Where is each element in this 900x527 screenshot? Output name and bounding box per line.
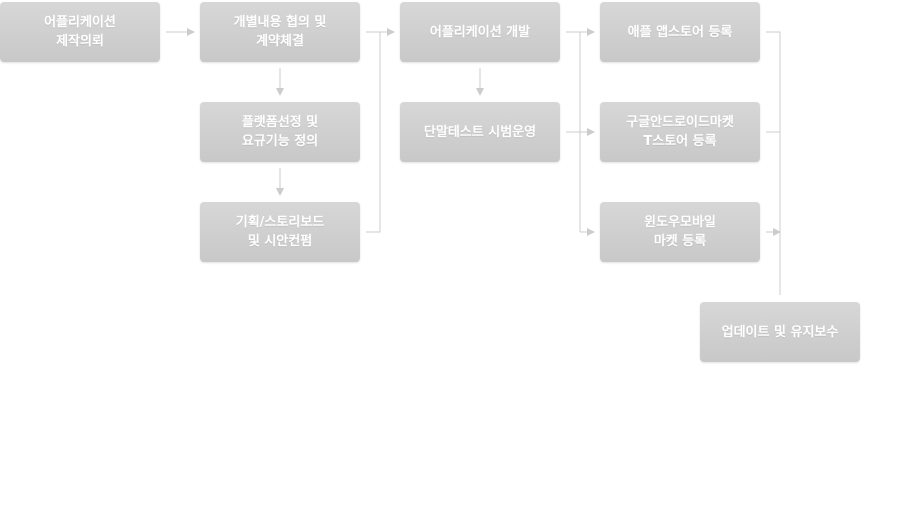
step-platform-line2: 요규기능 정의 (241, 134, 319, 149)
step-storyboard-line2: 및 시안컨펌 (247, 234, 313, 249)
arrow-consult-to-develop (366, 32, 394, 233)
connector-maintenance-trunk (766, 31, 780, 295)
step-maintenance: 업데이트 및 유지보수 (700, 302, 860, 362)
step-test-line1: 단말테스트 시범운영 (423, 124, 537, 140)
connector-stores-trunk (566, 31, 581, 232)
step-develop: 어플리케이션 개발 (400, 2, 560, 62)
step-appstore: 애플 앱스토어 등록 (600, 2, 760, 62)
step-storyboard-line1: 기획/스토리보드 (235, 215, 325, 230)
step-develop-line1: 어플리케이션 개발 (429, 24, 531, 40)
step-googlemarket-line1: 구글안드로이드마켓 (626, 115, 734, 130)
step-request-line1: 어플리케이션 (44, 15, 116, 30)
step-request-line2: 제작의뢰 (56, 34, 104, 49)
step-consult-line1: 개별내용 협의 및 (233, 15, 327, 30)
step-windowsmarket: 윈도우모바일 마켓 등록 (600, 202, 760, 262)
step-maintenance-line1: 업데이트 및 유지보수 (721, 324, 839, 340)
step-appstore-line1: 애플 앱스토어 등록 (627, 24, 733, 40)
step-platform-line1: 플랫폼선정 및 (241, 115, 319, 130)
step-windowsmarket-line1: 윈도우모바일 (644, 215, 716, 230)
step-consult: 개별내용 협의 및 계약체결 (200, 2, 360, 62)
step-storyboard: 기획/스토리보드 및 시안컨펌 (200, 202, 360, 262)
step-windowsmarket-line2: 마켓 등록 (653, 234, 707, 249)
step-test: 단말테스트 시범운영 (400, 102, 560, 162)
step-platform: 플랫폼선정 및 요규기능 정의 (200, 102, 360, 162)
step-googlemarket-line2: T스토어 등록 (643, 134, 717, 149)
step-consult-line2: 계약체결 (256, 34, 304, 49)
step-request: 어플리케이션 제작의뢰 (0, 2, 160, 62)
step-googlemarket: 구글안드로이드마켓 T스토어 등록 (600, 102, 760, 162)
